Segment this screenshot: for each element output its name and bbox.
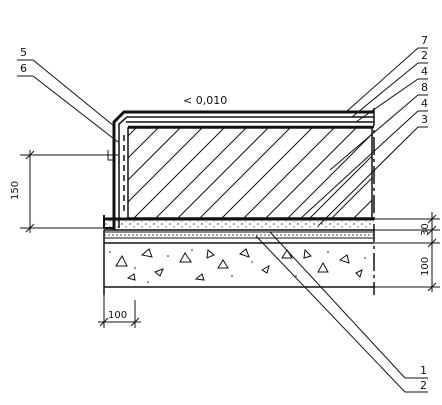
dim-curb-height-label: 150 <box>10 181 21 200</box>
dim-curb-height <box>20 150 118 233</box>
level-mark: < 0,010 <box>183 94 227 107</box>
callout-1: 1 <box>420 364 427 377</box>
curb-flashing <box>107 150 114 161</box>
insulation-layer <box>127 127 373 219</box>
concrete-slab <box>104 243 374 287</box>
bottom-right-leaders <box>255 231 428 393</box>
callout-5: 5 <box>20 46 27 59</box>
callout-4-lower: 4 <box>421 97 428 110</box>
callout-6: 6 <box>20 62 27 75</box>
top-left-leaders <box>17 59 119 143</box>
top-right-leaders <box>299 47 428 227</box>
concrete-aggregate <box>115 248 363 281</box>
callout-2-top: 2 <box>421 49 428 62</box>
top-membrane-outer <box>112 110 374 230</box>
dim-right-stack <box>374 212 440 292</box>
callout-7: 7 <box>421 34 428 47</box>
callout-2-bottom: 2 <box>420 379 427 392</box>
sand-layer <box>104 221 374 230</box>
dim-bottom-width <box>98 295 141 328</box>
top-membrane-inner <box>118 116 374 228</box>
callout-4-upper: 4 <box>421 65 428 78</box>
dim-30-label: 30 <box>420 223 431 236</box>
dim-100-slab-label: 100 <box>420 257 431 276</box>
dim-width-label: 100 <box>108 310 127 321</box>
callout-8: 8 <box>421 81 428 94</box>
callout-3: 3 <box>421 113 428 126</box>
concrete-dots <box>109 249 366 283</box>
